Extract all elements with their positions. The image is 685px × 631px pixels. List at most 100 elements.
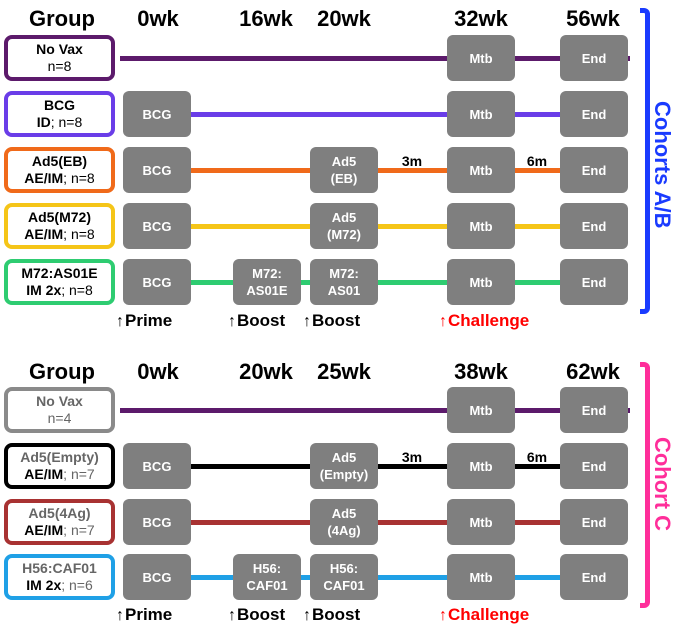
event-label: Boost [312,311,361,330]
prime-block: BCG [123,554,191,600]
group-name: Ad5(4Ag) [28,505,91,521]
challenge-block: Mtb [447,387,515,433]
up-arrow-icon: ↑ [228,313,236,330]
boost-block: M72: AS01 [310,259,378,305]
header-time-4: 56wk [566,6,620,31]
group-name: No Vax [36,41,83,57]
group-route: IM 2x [26,282,62,298]
boost-marker: ↑Boost [303,312,360,331]
cohort-ab-label: Cohorts A/B [650,101,675,229]
header-group: Group [29,6,95,31]
group-name: M72:AS01E [21,265,98,281]
timeline-line [180,575,580,580]
challenge-block: Mtb [447,554,515,600]
boost-block: Ad5 (M72) [310,203,378,249]
prime-block: BCG [123,147,191,193]
up-arrow-icon: ↑ [116,607,124,624]
group-size: n=8 [47,58,72,74]
group-box: No Vax n=4 [4,387,115,433]
interval-label: 6m [525,153,549,169]
end-block: End [560,387,628,433]
prime-block: BCG [123,443,191,489]
interval-label: 6m [525,449,549,465]
timeline-line [180,464,580,469]
group-size: ; n=8 [61,282,93,298]
end-block: End [560,554,628,600]
boost-block: Ad5 (EB) [310,147,378,193]
event-label: Challenge [448,311,530,330]
group-name: BCG [43,97,76,113]
header-time-1: 16wk [239,6,293,31]
prime-marker: ↑Prime [116,606,172,625]
boost-marker: ↑Boost [228,606,285,625]
header-time-2: 20wk [317,6,371,31]
group-name: Ad5(EB) [31,153,88,169]
interval-label: 3m [400,153,424,169]
group-size: ; n=8 [63,170,95,186]
group-name: No Vax [36,393,83,409]
challenge-block: Mtb [447,35,515,81]
end-block: End [560,259,628,305]
group-name: H56:CAF01 [22,560,97,576]
challenge-block: Mtb [447,91,515,137]
group-route: AE/IM [24,226,64,242]
boost-block: H56: CAF01 [310,554,378,600]
group-box: Ad5(EB) AE/IM; n=8 [4,147,115,193]
group-route: IM 2x [26,577,62,593]
group-size: ; n=7 [63,466,95,482]
group-box: Ad5(4Ag) AE/IM; n=7 [4,499,115,545]
up-arrow-icon: ↑ [303,313,311,330]
end-block: End [560,499,628,545]
timeline-line [180,520,580,525]
end-block: End [560,147,628,193]
header-time-3: 38wk [454,359,508,384]
timeline-line [180,168,580,173]
challenge-marker: ↑Challenge [439,606,529,625]
boost-marker: ↑Boost [303,606,360,625]
cohort-c-bracket [640,362,650,608]
group-size: ; n=8 [63,226,95,242]
event-label: Prime [125,605,173,624]
timeline-line [180,112,580,117]
challenge-block: Mtb [447,499,515,545]
prime-block: BCG [123,203,191,249]
header-time-0: 0wk [137,359,179,384]
boost-block: H56: CAF01 [233,554,301,600]
boost-block: Ad5 (4Ag) [310,499,378,545]
group-name: Ad5(Empty) [20,449,99,465]
group-box: M72:AS01E IM 2x; n=8 [4,259,115,305]
group-route: ID [36,114,51,130]
group-box: Ad5(Empty) AE/IM; n=7 [4,443,115,489]
timeline-line [180,224,580,229]
boost-block: M72: AS01E [233,259,301,305]
timeline-line [180,280,580,285]
header-time-4: 62wk [566,359,620,384]
group-size: ; n=7 [63,522,95,538]
cohort-ab-bracket [640,8,650,314]
group-route: AE/IM [24,522,64,538]
end-block: End [560,91,628,137]
up-arrow-icon: ↑ [439,607,447,624]
header-group: Group [29,359,95,384]
group-box: Ad5(M72) AE/IM; n=8 [4,203,115,249]
group-box: No Vax n=8 [4,35,115,81]
timeline-line [120,56,630,61]
end-block: End [560,443,628,489]
group-size: ; n=8 [50,114,83,130]
event-label: Prime [125,311,173,330]
end-block: End [560,35,628,81]
group-route: AE/IM [24,466,64,482]
boost-block: Ad5 (Empty) [310,443,378,489]
event-label: Boost [237,605,286,624]
challenge-block: Mtb [447,259,515,305]
challenge-marker: ↑Challenge [439,312,529,331]
up-arrow-icon: ↑ [228,607,236,624]
group-name: Ad5(M72) [27,209,91,225]
event-label: Boost [237,311,286,330]
challenge-block: Mtb [447,443,515,489]
group-box: H56:CAF01 IM 2x; n=6 [4,554,115,600]
boost-marker: ↑Boost [228,312,285,331]
header-time-0: 0wk [137,6,179,31]
header-time-1: 20wk [239,359,293,384]
group-route: AE/IM [24,170,64,186]
